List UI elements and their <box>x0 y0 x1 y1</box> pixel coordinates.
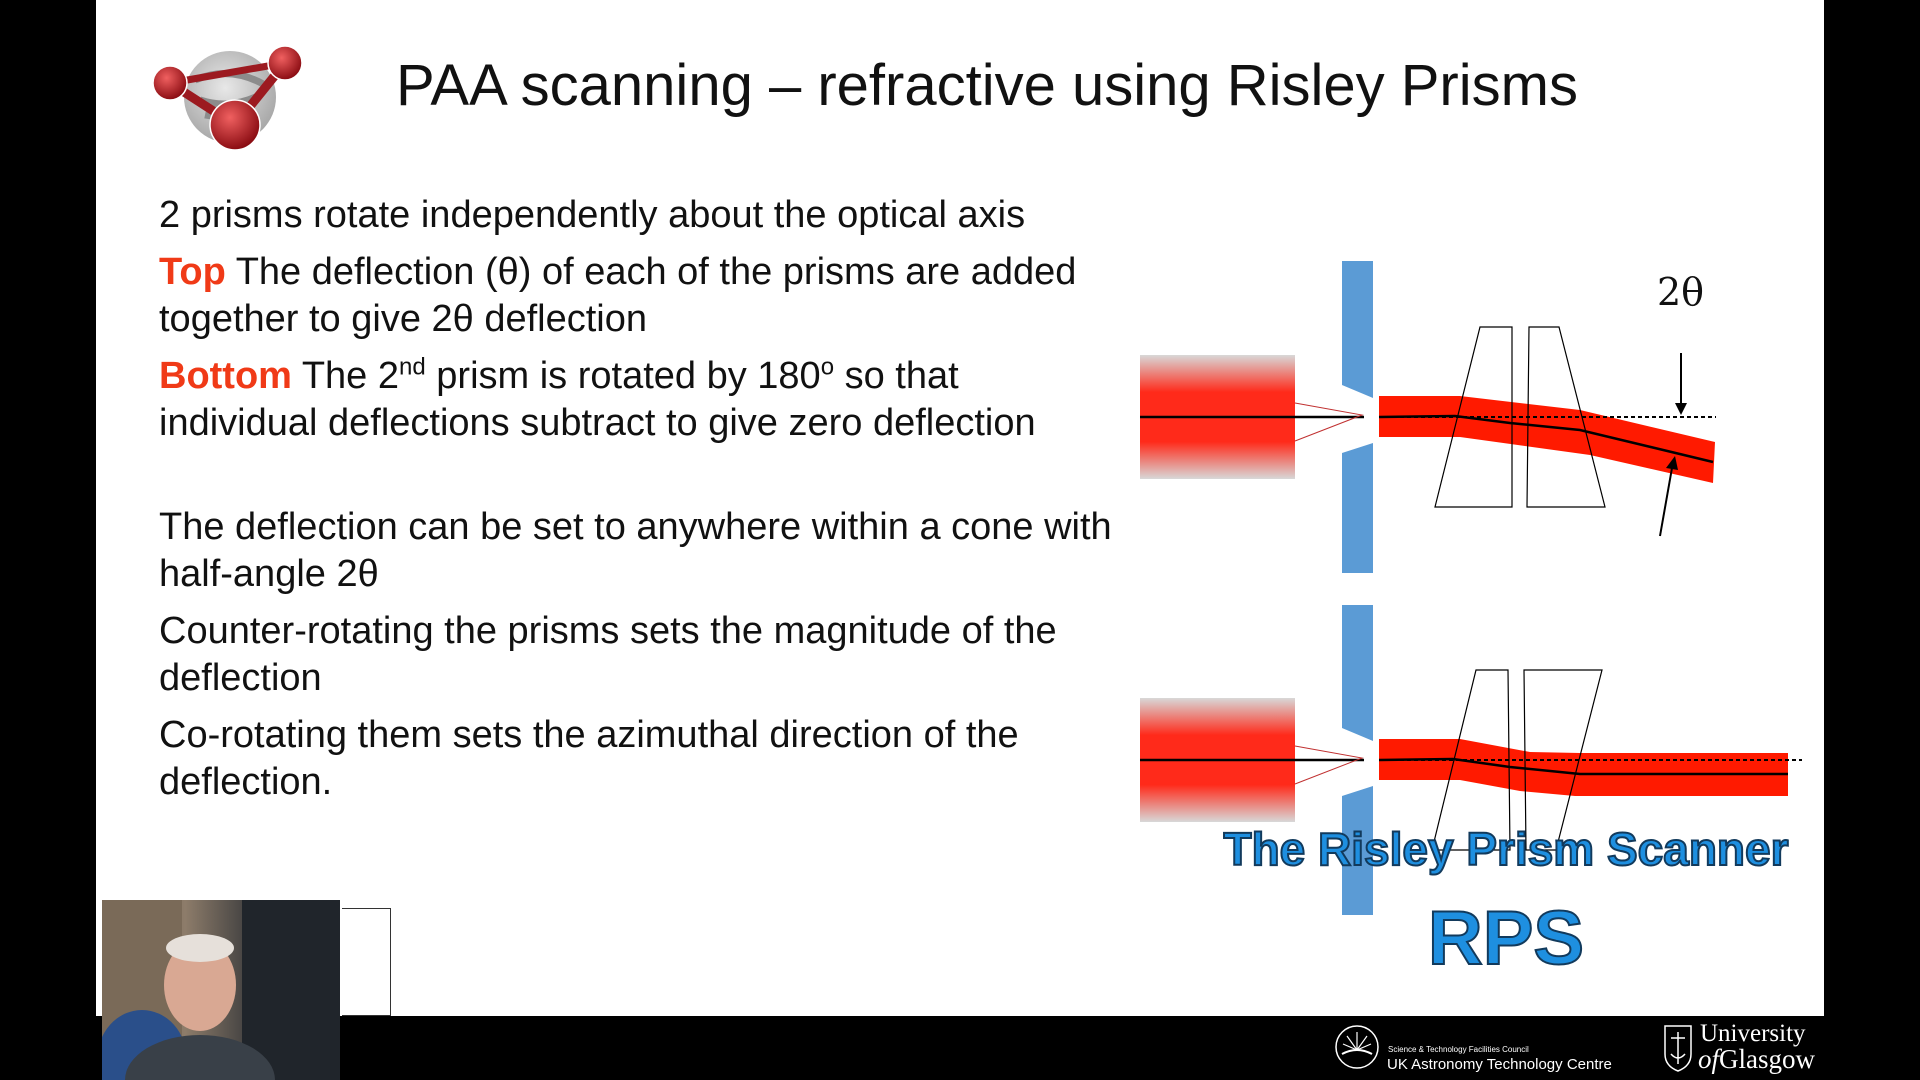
top-label: Top <box>159 251 226 293</box>
uk-atc-name: UK Astronomy Technology Centre <box>1387 1056 1612 1073</box>
bullet-top: Top The deflection (θ) of each of the pr… <box>159 249 1124 343</box>
slide-title: PAA scanning – refractive using Risley P… <box>396 53 1578 118</box>
rps-title: RPS <box>1427 895 1585 982</box>
project-logo <box>152 45 303 151</box>
prism-1 <box>1434 326 1513 508</box>
presenter-video <box>102 900 340 1080</box>
webcam-video[interactable] <box>102 900 340 1080</box>
glasgow-name: Glasgow <box>1719 1044 1816 1074</box>
prism-2-rotated <box>1523 669 1603 851</box>
rps-subtitle: The Risley Prism Scanner <box>1222 822 1789 876</box>
arrow-up-icon <box>1666 456 1678 470</box>
arrow-down-icon <box>1675 403 1687 415</box>
glasgow-crest-icon <box>1664 1025 1692 1072</box>
bullet-bottom: Bottom The 2nd prism is rotated by 180o … <box>159 353 1124 447</box>
bullet-counter-rotating: Counter-rotating the prisms sets the mag… <box>159 610 1057 699</box>
stfc-logo-icon <box>1335 1025 1379 1069</box>
slide: PAA scanning – refractive using Risley P… <box>96 0 1824 1016</box>
aperture-mount-lower <box>1342 443 1373 573</box>
top-configuration <box>1140 261 1716 573</box>
top-text: The deflection (θ) of each of the prisms… <box>159 251 1077 340</box>
undeflected-beam <box>1379 739 1788 796</box>
bullet-co-rotating: Co-rotating them sets the azimuthal dire… <box>159 714 1019 803</box>
bottom-configuration <box>1140 605 1802 915</box>
bottom-sup-nd: nd <box>399 353 426 381</box>
deflected-beam <box>1379 396 1715 483</box>
prism-2 <box>1526 326 1606 508</box>
risley-prism-diagram <box>1140 261 1802 915</box>
glasgow-university: University <box>1700 1020 1806 1047</box>
bottom-text-3: so that individual deflections subtract … <box>159 355 1036 444</box>
stfc-council-name: Science & Technology Facilities Council <box>1388 1045 1529 1054</box>
angle-label: 2θ <box>1657 270 1705 314</box>
bottom-text-1: The 2 <box>291 355 400 397</box>
bottom-label: Bottom <box>159 355 292 397</box>
bullet-list: 2 prisms rotate independently about the … <box>159 192 1124 816</box>
aperture-mount-upper <box>1342 261 1373 398</box>
bullet-prisms-rotate: 2 prisms rotate independently about the … <box>159 194 1026 236</box>
glasgow-of: of <box>1698 1044 1720 1074</box>
video-frame-outline <box>342 908 391 1016</box>
aperture-mount-upper <box>1342 605 1373 741</box>
aperture-mount-lower <box>1342 786 1373 915</box>
prism-1 <box>1431 669 1511 851</box>
bottom-sup-degree: o <box>820 353 835 381</box>
bottom-text-2: prism is rotated by 180 <box>425 355 821 397</box>
bullet-cone: The deflection can be set to anywhere wi… <box>159 506 1112 595</box>
